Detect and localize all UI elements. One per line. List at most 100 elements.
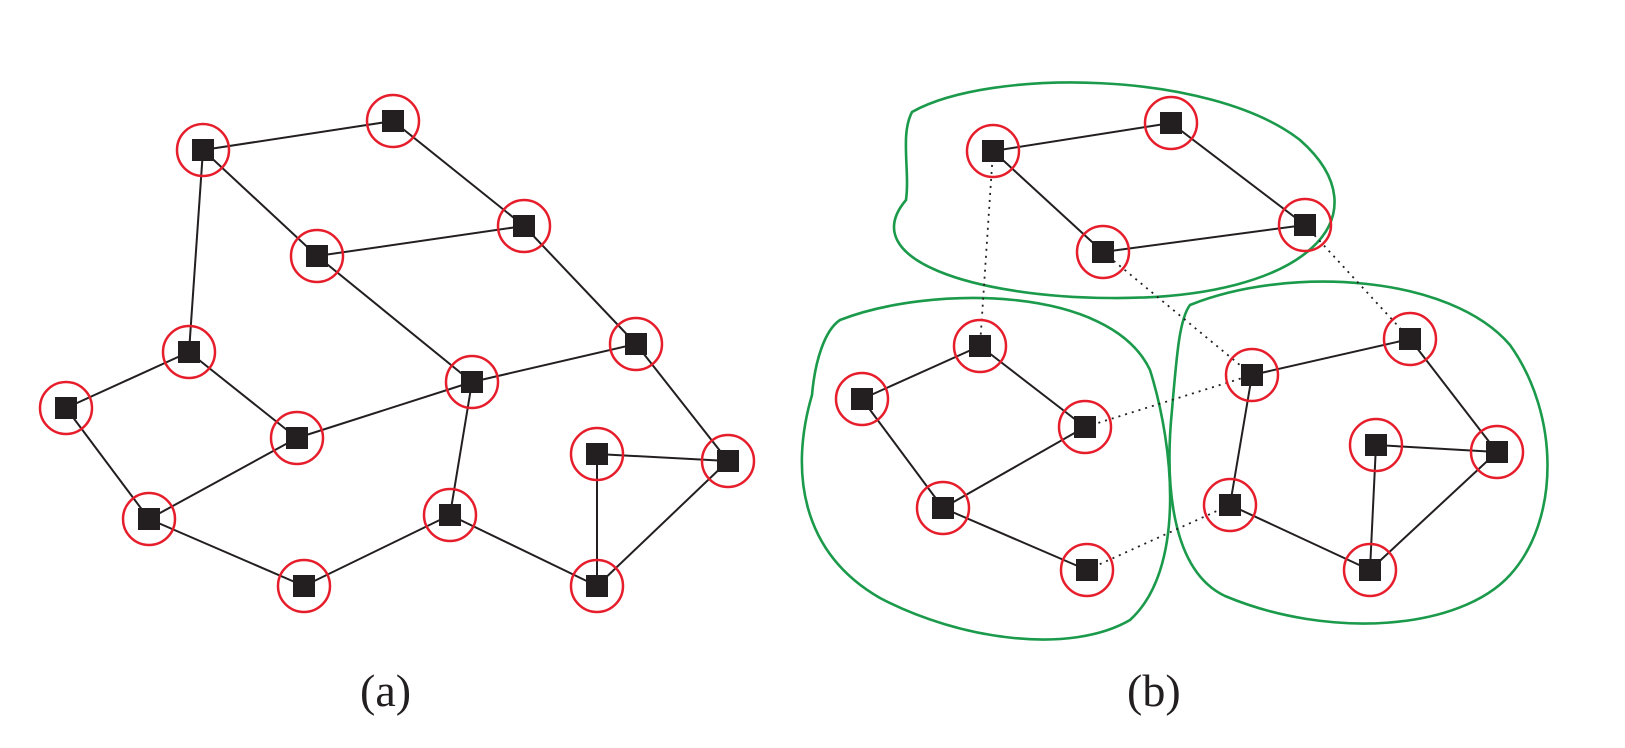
node-square bbox=[1294, 214, 1316, 236]
node-ring bbox=[1469, 424, 1525, 480]
node-ring bbox=[496, 198, 552, 254]
panel-b-inter-cluster-edge-4 bbox=[1086, 504, 1231, 571]
node-ring bbox=[1075, 224, 1131, 280]
panel-b-edge-12 bbox=[1375, 444, 1498, 453]
node-square bbox=[1486, 441, 1508, 463]
panel-a-node-7 bbox=[444, 354, 500, 410]
node-square bbox=[1092, 241, 1114, 263]
panel-b-edge-2 bbox=[1170, 122, 1306, 226]
panel-a-graph bbox=[38, 93, 756, 614]
node-square bbox=[513, 215, 535, 237]
panel-b-node-10 bbox=[1224, 347, 1280, 403]
panel-b-caption: (b) bbox=[1127, 665, 1181, 716]
panel-b-node-0 bbox=[965, 123, 1021, 179]
node-square bbox=[192, 139, 214, 161]
cluster-outline-1 bbox=[892, 81, 1336, 300]
node-square bbox=[1074, 416, 1096, 438]
panel-b-edge-6 bbox=[861, 398, 944, 509]
panel-a-edge-19 bbox=[303, 514, 451, 587]
node-ring bbox=[1382, 311, 1438, 367]
node-square bbox=[586, 575, 608, 597]
panel-b-inter-cluster-edge-0 bbox=[979, 150, 994, 347]
panel-a-node-2 bbox=[289, 228, 345, 284]
panel-a-caption: (a) bbox=[360, 665, 412, 716]
panel-b-edge-15 bbox=[1229, 504, 1371, 571]
node-square bbox=[932, 497, 954, 519]
panel-a-edge-4 bbox=[316, 225, 525, 257]
panel-a-node-6 bbox=[269, 410, 325, 466]
panel-a-edge-14 bbox=[635, 343, 729, 462]
node-square bbox=[1219, 494, 1241, 516]
panel-a-node-14 bbox=[569, 558, 625, 614]
node-ring bbox=[1057, 399, 1113, 455]
panel-a-edge-6 bbox=[523, 225, 637, 345]
panel-b-node-5 bbox=[834, 371, 890, 427]
node-ring bbox=[1348, 417, 1404, 473]
panel-b-inter-cluster-edge-1 bbox=[1102, 251, 1253, 376]
panel-a-node-1 bbox=[365, 93, 421, 149]
node-ring bbox=[952, 318, 1008, 374]
node-square bbox=[55, 397, 77, 419]
panel-a-edge-9 bbox=[65, 407, 150, 520]
node-square bbox=[439, 504, 461, 526]
node-square bbox=[586, 443, 608, 465]
panel-b-clustered-graph bbox=[800, 81, 1549, 641]
panel-b-edge-1 bbox=[992, 150, 1104, 253]
node-ring bbox=[608, 316, 664, 372]
node-square bbox=[1241, 364, 1263, 386]
node-ring bbox=[1277, 197, 1333, 253]
panel-b-edge-10 bbox=[1409, 338, 1498, 453]
node-ring bbox=[1342, 542, 1398, 598]
node-square bbox=[1399, 328, 1421, 350]
panel-a-edge-2 bbox=[188, 149, 204, 353]
node-square bbox=[982, 140, 1004, 162]
panel-b-edge-14 bbox=[1369, 451, 1498, 571]
panel-a-node-10 bbox=[700, 433, 756, 489]
panel-b-node-7 bbox=[915, 480, 971, 536]
panel-a-edge-5 bbox=[316, 255, 473, 383]
node-ring bbox=[444, 354, 500, 410]
panel-b-edge-13 bbox=[1369, 444, 1377, 571]
panel-a-edge-12 bbox=[471, 343, 637, 383]
panel-a-edge-15 bbox=[596, 453, 729, 462]
node-ring bbox=[915, 480, 971, 536]
panel-a-node-11 bbox=[121, 491, 177, 547]
node-square bbox=[625, 333, 647, 355]
node-ring bbox=[1143, 95, 1199, 151]
panel-a-edge-20 bbox=[449, 514, 598, 587]
panel-b-node-11 bbox=[1348, 417, 1404, 473]
node-square bbox=[1365, 434, 1387, 456]
node-ring bbox=[569, 426, 625, 482]
node-square bbox=[382, 110, 404, 132]
panel-a-node-4 bbox=[161, 324, 217, 380]
node-square bbox=[717, 450, 739, 472]
node-ring bbox=[175, 122, 231, 178]
panel-b-edge-0 bbox=[992, 122, 1172, 152]
node-ring bbox=[121, 491, 177, 547]
node-square bbox=[293, 575, 315, 597]
panel-b-edge-7 bbox=[942, 426, 1086, 509]
panel-b-edge-5 bbox=[979, 345, 1086, 428]
panel-a-edge-13 bbox=[449, 381, 473, 516]
panel-a-node-0 bbox=[175, 122, 231, 178]
node-square bbox=[851, 388, 873, 410]
panel-b-node-9 bbox=[1382, 311, 1438, 367]
panel-a-node-3 bbox=[496, 198, 552, 254]
panel-a-node-12 bbox=[422, 487, 478, 543]
panel-a-edge-10 bbox=[296, 381, 473, 439]
node-square bbox=[286, 427, 308, 449]
panel-a-edge-1 bbox=[202, 149, 318, 257]
panel-a-edge-11 bbox=[148, 437, 298, 520]
panel-b-node-14 bbox=[1342, 542, 1398, 598]
node-square bbox=[1160, 112, 1182, 134]
panel-a-node-9 bbox=[569, 426, 625, 482]
node-ring bbox=[365, 93, 421, 149]
panel-b-edge-8 bbox=[942, 507, 1088, 571]
panel-b-node-12 bbox=[1469, 424, 1525, 480]
panel-a-edge-7 bbox=[65, 351, 190, 409]
panel-a-node-13 bbox=[276, 558, 332, 614]
node-square bbox=[178, 341, 200, 363]
node-ring bbox=[269, 410, 325, 466]
panel-b-inter-cluster-edge-2 bbox=[1304, 224, 1411, 340]
